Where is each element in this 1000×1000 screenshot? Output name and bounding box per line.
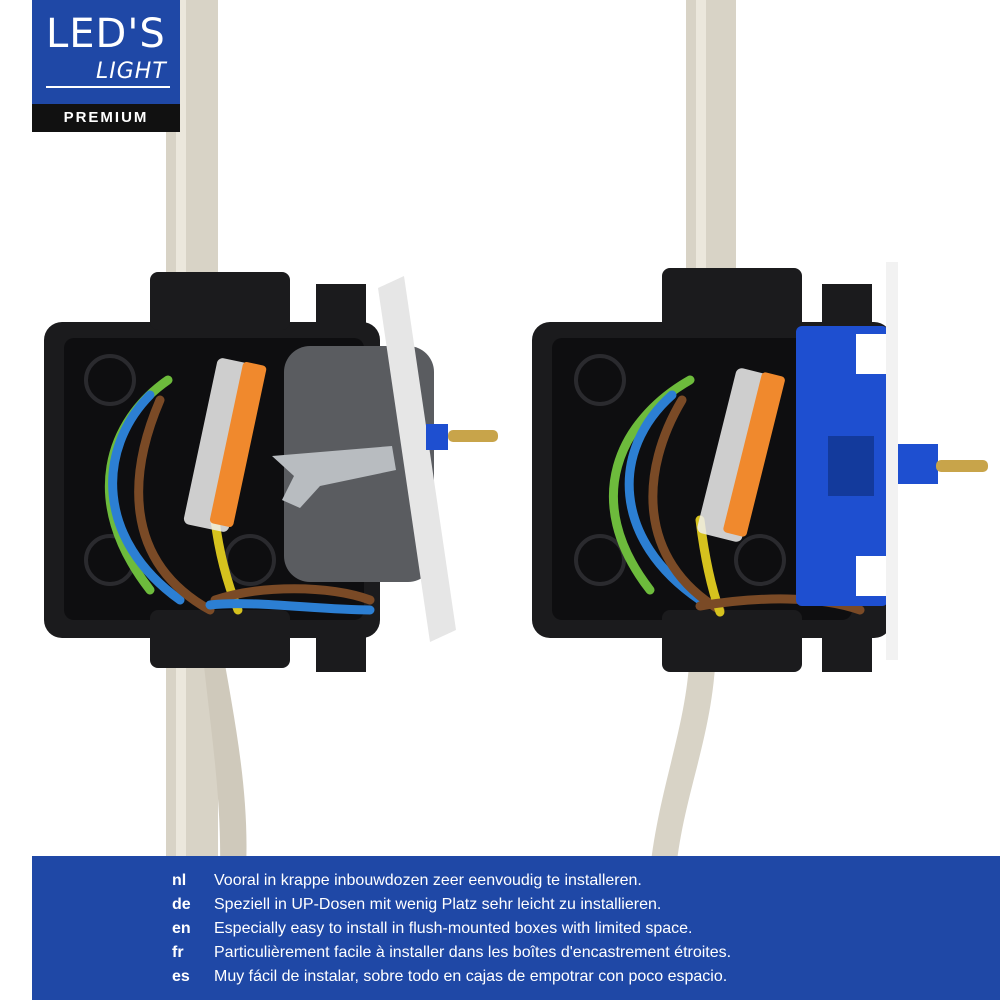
dimmer-right [796, 262, 988, 660]
caption-text: Vooral in krappe inbouwdozen zeer eenvou… [214, 872, 642, 889]
logo-top-panel: LED'S LIGHT [32, 0, 180, 104]
language-code: es [172, 968, 190, 985]
language-code: en [172, 920, 191, 937]
caption-text: Particulièrement facile à installer dans… [214, 944, 732, 961]
wago-connector-right [697, 368, 785, 542]
caption-text: Speziell in UP-Dosen mit wenig Platz seh… [214, 896, 662, 913]
logo-underline [46, 86, 170, 88]
logo-badge: PREMIUM [32, 104, 180, 132]
logo-wordmark: LED'S [46, 11, 166, 57]
language-code: nl [172, 872, 187, 889]
wago-connector-left [183, 358, 267, 532]
language-code: fr [172, 944, 184, 961]
caption-text: Muy fácil de instalar, sobre todo en caj… [214, 968, 728, 985]
dimmer-left [272, 276, 498, 642]
caption-banner: nl Vooral in krappe inbouwdozen zeer een… [32, 856, 1000, 1000]
brand-logo: LED'S LIGHT PREMIUM [32, 0, 180, 132]
language-code: de [172, 896, 191, 913]
caption-text: Especially easy to install in flush-moun… [214, 920, 693, 937]
logo-subword: LIGHT [96, 59, 167, 84]
cable-right [650, 0, 736, 870]
wires-left [104, 375, 375, 615]
